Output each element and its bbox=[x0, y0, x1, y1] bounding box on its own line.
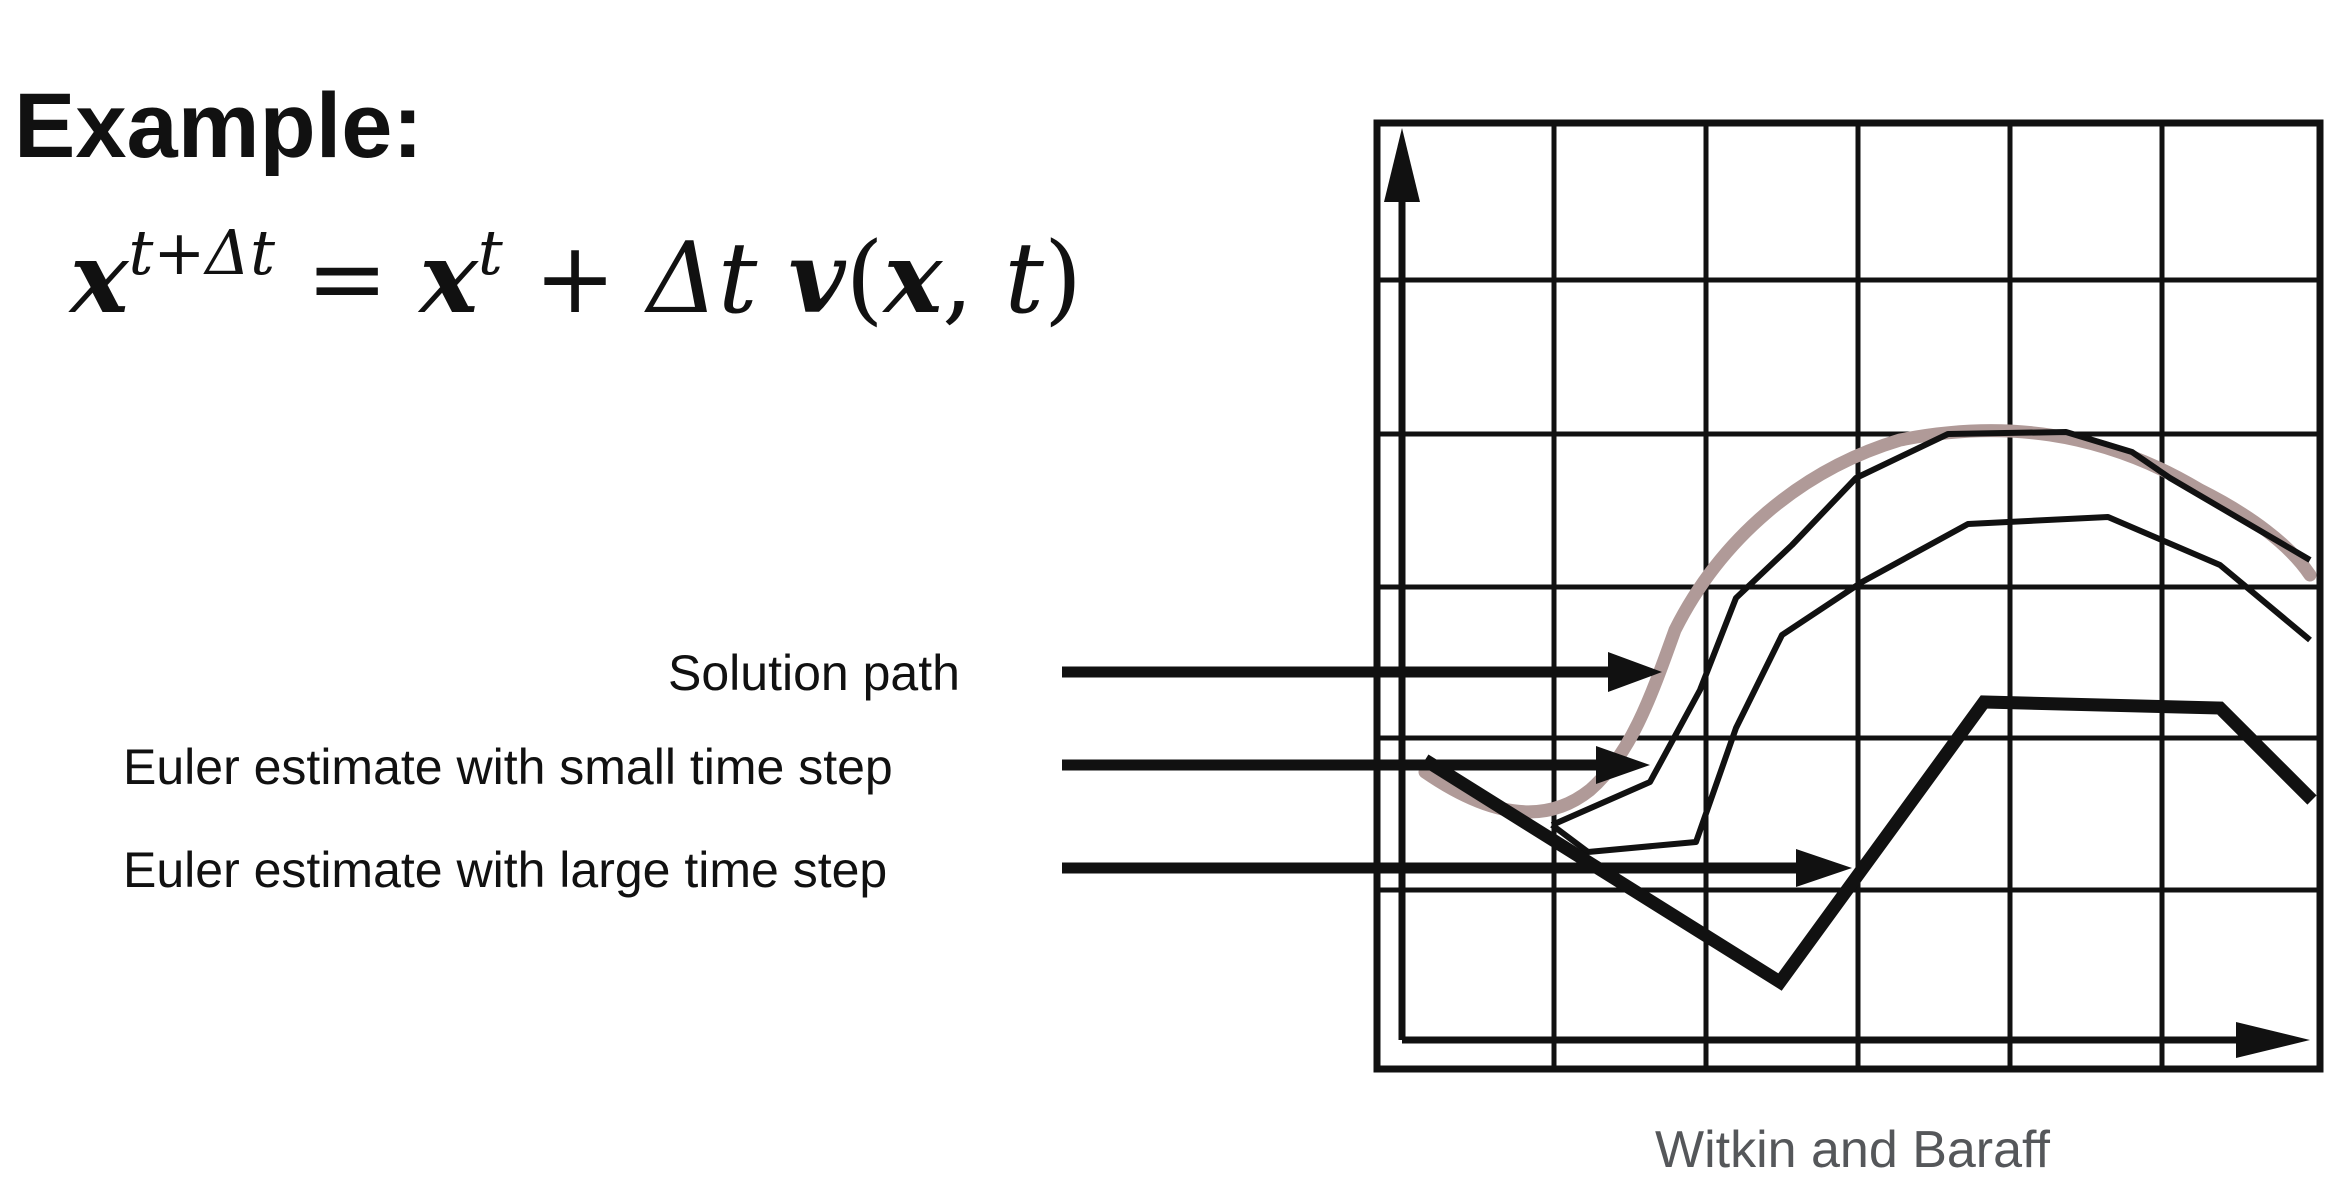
formula-open-paren: ( bbox=[845, 222, 884, 336]
formula-arg2: t bbox=[1004, 222, 1044, 336]
label-small-step: Euler estimate with small time step bbox=[123, 739, 893, 795]
euler-formula: xt+Δt = xt + Δt v(x, t) bbox=[70, 222, 1082, 329]
solution-path-curve bbox=[1418, 424, 2317, 819]
small-step-path-upper bbox=[1550, 429, 2312, 828]
large-step-path bbox=[1421, 695, 2317, 991]
formula-plus: + bbox=[533, 222, 617, 336]
formula-rhs-var: x bbox=[419, 221, 478, 336]
formula-func: v bbox=[788, 221, 846, 336]
formula-comma: , bbox=[942, 222, 974, 336]
formula-lhs-sup: t+Δt bbox=[128, 216, 275, 289]
formula-arg1: x bbox=[883, 221, 943, 336]
label-solution-path: Solution path bbox=[668, 645, 960, 701]
graph-grid bbox=[1377, 123, 2320, 1069]
label-large-step: Euler estimate with large time step bbox=[123, 842, 888, 898]
formula-lhs-var: x bbox=[70, 221, 129, 336]
graph-frame bbox=[1373, 119, 2324, 1073]
small-step-path-lower bbox=[1550, 514, 2312, 855]
formula-equals: = bbox=[306, 222, 389, 336]
credit-text: Witkin and Baraff bbox=[1655, 1121, 2051, 1179]
formula-rhs-sup: t bbox=[477, 216, 503, 289]
graph-axes bbox=[1384, 128, 2310, 1058]
label-arrows bbox=[1062, 652, 1852, 887]
example-heading: Example: bbox=[14, 75, 424, 177]
formula-close-paren: ) bbox=[1043, 222, 1083, 336]
formula-delta-t: Δt bbox=[647, 222, 758, 336]
